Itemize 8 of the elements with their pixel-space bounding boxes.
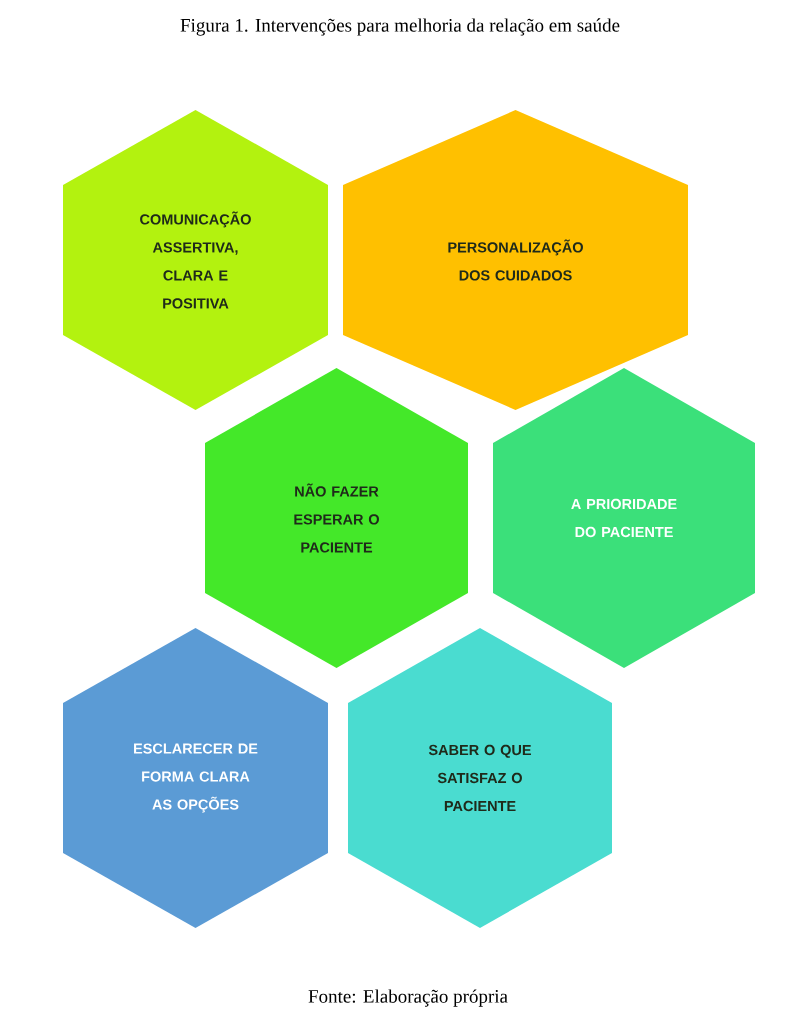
hexagon: PERSONALIZAÇÃO DOS CUIDADOS [343,110,688,410]
hexagon: A PRIORIDADE DO PACIENTE [493,368,755,668]
figure-caption: Fonte: Elaboração própria [308,989,508,1007]
hexagon: NÃO FAZER ESPERAR O PACIENTE [205,368,468,668]
figure-title: Figura 1. Intervenções para melhoria da relação em saúde [180,18,620,36]
hexagon: COMUNICAÇÃO ASSERTIVA, CLARA E POSITIVA [63,110,328,410]
hexagon: ESCLARECER DE FORMA CLARA AS OPÇÕES [63,628,328,928]
hexagon: SABER O QUE SATISFAZ O PACIENTE [348,628,612,928]
